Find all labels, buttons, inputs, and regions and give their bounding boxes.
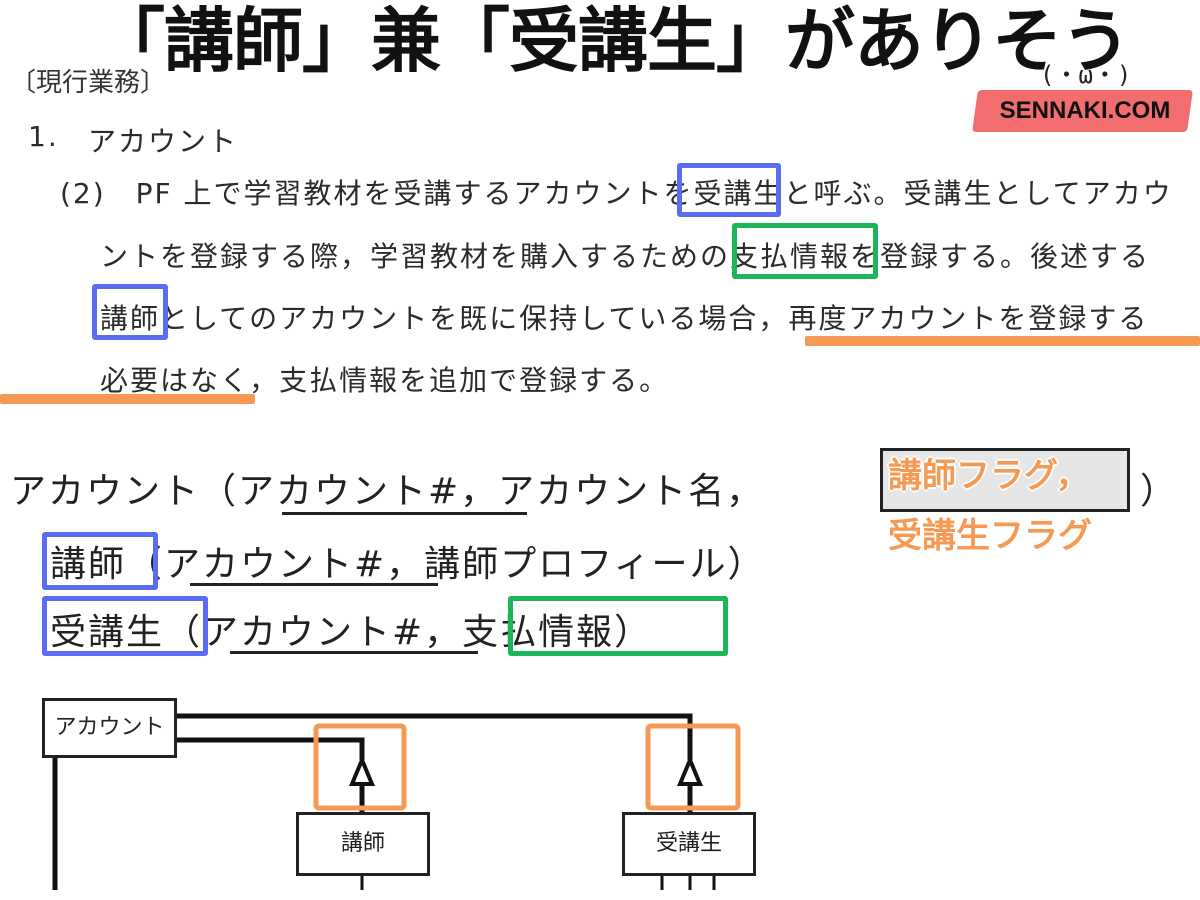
highlight-instructor-term xyxy=(92,284,168,340)
brand-name[interactable]: SENNAKI.COM xyxy=(999,97,1171,124)
schema-account-close: ） xyxy=(1140,471,1179,512)
entity-account: アカウント xyxy=(42,698,177,758)
pk-underline-instructor xyxy=(190,583,438,586)
line-account-student xyxy=(176,713,693,740)
doc-line-1: (2) PF 上で学習教材を受講するアカウントを受講生と呼ぶ。受講生としてアカウ xyxy=(60,177,1173,210)
mascot-face: (・ω・) xyxy=(1040,61,1132,89)
flag-placeholder-box xyxy=(880,448,1130,512)
doc-line-2: ントを登録する際，学習教材を購入するための支払情報を登録する。後述する xyxy=(100,240,1151,273)
pk-underline-student xyxy=(230,651,478,654)
line-account-instructor xyxy=(176,737,365,760)
schema-instructor: 講師（アカウント#，講師プロフィール） xyxy=(50,544,766,585)
highlight-arrow-student xyxy=(645,723,741,811)
inherit-arrow-instructor xyxy=(349,754,375,786)
underline-no-reregister-2 xyxy=(0,394,255,404)
item-title: アカウント xyxy=(88,125,239,158)
pk-underline-account xyxy=(282,512,527,515)
inherit-arrow-student xyxy=(677,754,703,786)
section-label: 〔現行業務〕 xyxy=(10,68,167,98)
schema-account: アカウント（アカウント#，アカウント名， xyxy=(10,471,765,512)
instructor-flag-label: 講師フラグ， xyxy=(888,456,1090,496)
doc-line-3: 講師としてのアカウントを既に保持している場合，再度アカウントを登録する xyxy=(100,302,1149,335)
headline: 「講師」兼「受講生」がありそう xyxy=(95,0,1131,82)
doc-line-4: 必要はなく，支払情報を追加で登録する。 xyxy=(100,364,670,397)
student-flag-label: 受講生フラグ xyxy=(888,516,1092,556)
highlight-instructor-table xyxy=(42,532,158,590)
highlight-payment-info xyxy=(732,223,878,279)
entity-instructor: 講師 xyxy=(296,812,430,876)
highlight-student-term xyxy=(677,163,781,217)
highlight-student-table xyxy=(42,596,208,656)
highlight-payment-attr xyxy=(508,596,728,656)
entity-student: 受講生 xyxy=(622,812,756,876)
item-number: 1. xyxy=(28,120,59,153)
underline-no-reregister-1 xyxy=(805,336,1200,346)
schema-student: 受講生（アカウント#，支払情報） xyxy=(50,612,653,653)
highlight-arrow-instructor xyxy=(313,723,407,811)
